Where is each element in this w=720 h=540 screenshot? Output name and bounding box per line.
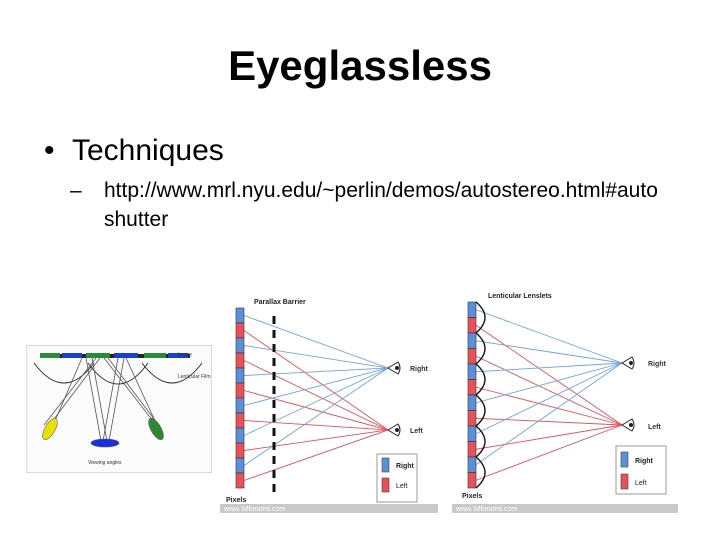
- lenslet-arc: [475, 394, 486, 427]
- lenslet-arc: [475, 425, 486, 458]
- center-eye-ellipse: [90, 438, 120, 448]
- bullet-techniques: • Techniques: [44, 132, 224, 170]
- ll-legend-right: Right: [635, 458, 654, 465]
- left-eye-ellipse: [42, 418, 58, 440]
- light-ray: [243, 330, 389, 431]
- light-ray: [475, 417, 623, 426]
- pixel-cell: [467, 363, 477, 380]
- light-ray: [475, 355, 623, 426]
- light-ray: [475, 424, 623, 450]
- slide-title: Eyeglassless: [228, 42, 492, 89]
- bullet-dash: –: [70, 179, 82, 202]
- figure-lenticular-film: Image Lenticular Film Viewing angles: [26, 345, 212, 473]
- light-ray: [475, 362, 623, 435]
- ll-legend-left: Left: [635, 480, 647, 487]
- lenslet-arc: [475, 301, 486, 334]
- pixel-cell: [467, 456, 477, 473]
- pixel-cell: [467, 379, 477, 396]
- light-ray: [243, 367, 389, 376]
- lenslet-arc: [475, 363, 486, 396]
- figure-parallax-barrier: Parallax Barrier Right Left Right Left P…: [220, 290, 438, 515]
- light-ray: [475, 309, 623, 364]
- light-ray: [243, 360, 389, 431]
- light-ray: [475, 340, 623, 364]
- pixel-cell: [235, 337, 245, 354]
- pixel-cell: [235, 307, 245, 324]
- link-text[interactable]: http://www.mrl.nyu.edu/~perlin/demos/aut…: [104, 179, 658, 231]
- light-ray: [243, 367, 389, 406]
- pixel-cell: [235, 427, 245, 444]
- pb-label-left: Left: [410, 428, 424, 435]
- bullet-text: Techniques: [72, 134, 224, 167]
- pb-title: Parallax Barrier: [254, 299, 306, 306]
- light-ray: [243, 367, 389, 466]
- pixel-cell: [467, 410, 477, 427]
- light-ray: [243, 367, 389, 436]
- light-ray: [243, 429, 389, 451]
- pixel-cell: [467, 317, 477, 334]
- label-viewing: Viewing angles: [88, 460, 122, 466]
- light-ray: [475, 424, 623, 481]
- pixel-cell: [235, 472, 245, 489]
- pb-watermark: www.3dforums.com: [223, 506, 285, 513]
- left-eye-icon: [387, 423, 401, 437]
- pb-label-right: Right: [410, 366, 429, 373]
- right-eye-icon: [621, 356, 635, 370]
- light-ray: [475, 362, 623, 466]
- pixel-cell: [235, 352, 245, 369]
- pixel-cell: [467, 301, 477, 318]
- label-image: Image: [178, 352, 192, 358]
- light-ray: [475, 324, 623, 426]
- pixel-cell: [467, 394, 477, 411]
- light-ray: [475, 362, 623, 373]
- pb-legend-right: Right: [396, 463, 415, 470]
- light-ray: [243, 390, 389, 431]
- right-eye-ellipse: [148, 418, 164, 440]
- lenslet-arc: [475, 332, 486, 365]
- pixel-cell: [235, 442, 245, 459]
- ll-title: Lenticular Lenslets: [488, 293, 552, 300]
- label-film: Lenticular Film: [178, 374, 211, 380]
- sub-bullet-link[interactable]: – http://www.mrl.nyu.edu/~perlin/demos/a…: [70, 176, 660, 234]
- pixel-cell: [235, 457, 245, 474]
- pb-label-pixels: Pixels: [226, 497, 246, 504]
- bullet-dot: •: [44, 134, 55, 167]
- pixel-cell: [235, 397, 245, 414]
- light-ray: [243, 315, 389, 369]
- right-eye-icon: [387, 361, 401, 375]
- figure-lenticular-lenslets: Lenticular Lenslets Right Left Right Lef…: [452, 290, 678, 515]
- ll-label-pixels: Pixels: [462, 493, 482, 500]
- pixel-cell: [235, 367, 245, 384]
- light-ray: [475, 386, 623, 426]
- pixel-cell: [467, 441, 477, 458]
- left-eye-icon: [621, 418, 635, 432]
- lenslet-arc: [475, 456, 486, 489]
- pixel-cell: [467, 332, 477, 349]
- light-ray: [243, 429, 389, 481]
- pixel-cell: [235, 382, 245, 399]
- ll-watermark: www.3dforums.com: [455, 506, 517, 513]
- ll-label-left: Left: [648, 424, 662, 431]
- pixel-cell: [467, 472, 477, 489]
- pixel-cell: [235, 412, 245, 429]
- pixel-cell: [467, 425, 477, 442]
- light-ray: [243, 420, 389, 431]
- ll-label-right: Right: [648, 361, 667, 368]
- light-ray: [475, 362, 623, 404]
- pixel-cell: [235, 322, 245, 339]
- pixel-cell: [467, 348, 477, 365]
- light-ray: [243, 345, 389, 369]
- pb-legend-left: Left: [396, 483, 408, 490]
